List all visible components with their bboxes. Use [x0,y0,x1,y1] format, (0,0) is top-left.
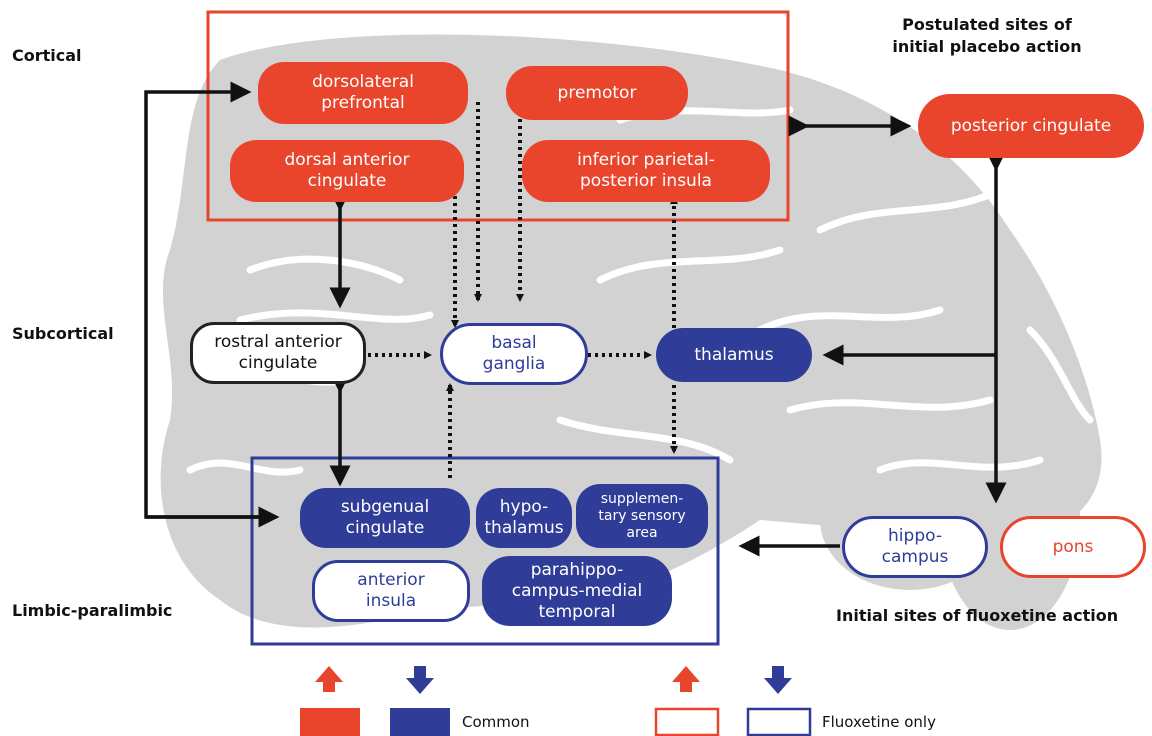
limbic-box [250,456,720,646]
legend-fluoxetine-only-label: Fluoxetine only [822,713,936,731]
node-hippocampus: hippo- campus [842,516,988,578]
label-cortical: Cortical [12,46,82,65]
node-anterior-insula: anterior insula [312,560,470,622]
node-subgenual-cingulate: subgenual cingulate [300,488,470,548]
node-premotor-label: premotor [557,82,637,103]
legend-swatch-red-filled [300,708,360,736]
node-dorsal-anterior-cingulate: dorsal anterior cingulate [230,140,464,202]
label-subcortical: Subcortical [12,324,114,343]
node-thalamus-label: thalamus [694,344,774,365]
node-posterior-cingulate: posterior cingulate [918,94,1144,158]
node-hypothalamus: hypo- thalamus [476,488,572,548]
label-limbic: Limbic-paralimbic [12,601,173,620]
legend-common-label: Common [462,713,530,731]
label-fluoxetine-title: Initial sites of fluoxetine action [836,606,1119,625]
legend-up-arrow-red-filled [315,666,343,692]
node-parahippocampus-medial-temporal: parahippo- campus-medial temporal [482,556,672,626]
node-supplementary-sensory-area-label: supplemen- tary sensory area [598,490,686,541]
node-dorsal-anterior-cingulate-label: dorsal anterior cingulate [284,150,410,191]
node-premotor: premotor [506,66,688,120]
node-hippocampus-label: hippo- campus [881,526,949,567]
legend-swatch-red-open [654,707,720,736]
legend-down-arrow-blue-open [764,666,792,694]
legend-swatch-blue-filled [390,708,450,736]
node-rostral-anterior-cingulate: rostral anterior cingulate [190,322,366,384]
node-inferior-parietal-posterior-insula: inferior parietal- posterior insula [522,140,770,202]
node-pons: pons [1000,516,1146,578]
node-basal-ganglia-label: basal ganglia [482,333,546,374]
node-dorsolateral-prefrontal: dorsolateral prefrontal [258,62,468,124]
legend-graphics [300,666,812,736]
label-placebo-title: Postulated sites of initial placebo acti… [892,15,1082,56]
node-thalamus: thalamus [656,328,812,382]
node-supplementary-sensory-area: supplemen- tary sensory area [576,484,708,548]
node-pons-label: pons [1052,536,1094,557]
node-hypothalamus-label: hypo- thalamus [484,497,564,538]
cortical-box [206,10,790,222]
legend-down-arrow-blue-filled [406,666,434,694]
node-subgenual-cingulate-label: subgenual cingulate [340,497,430,538]
node-inferior-parietal-posterior-insula-label: inferior parietal- posterior insula [577,150,715,191]
legend-swatch-blue-open [746,707,812,736]
node-dorsolateral-prefrontal-label: dorsolateral prefrontal [312,72,414,113]
node-posterior-cingulate-label: posterior cingulate [950,115,1112,136]
node-anterior-insula-label: anterior insula [357,570,425,611]
node-basal-ganglia: basal ganglia [440,323,588,385]
node-rostral-anterior-cingulate-label: rostral anterior cingulate [214,332,342,373]
node-parahippocampus-medial-temporal-label: parahippo- campus-medial temporal [511,559,643,622]
brain-sulci [186,106,1094,476]
legend-up-arrow-red-open [672,666,700,692]
